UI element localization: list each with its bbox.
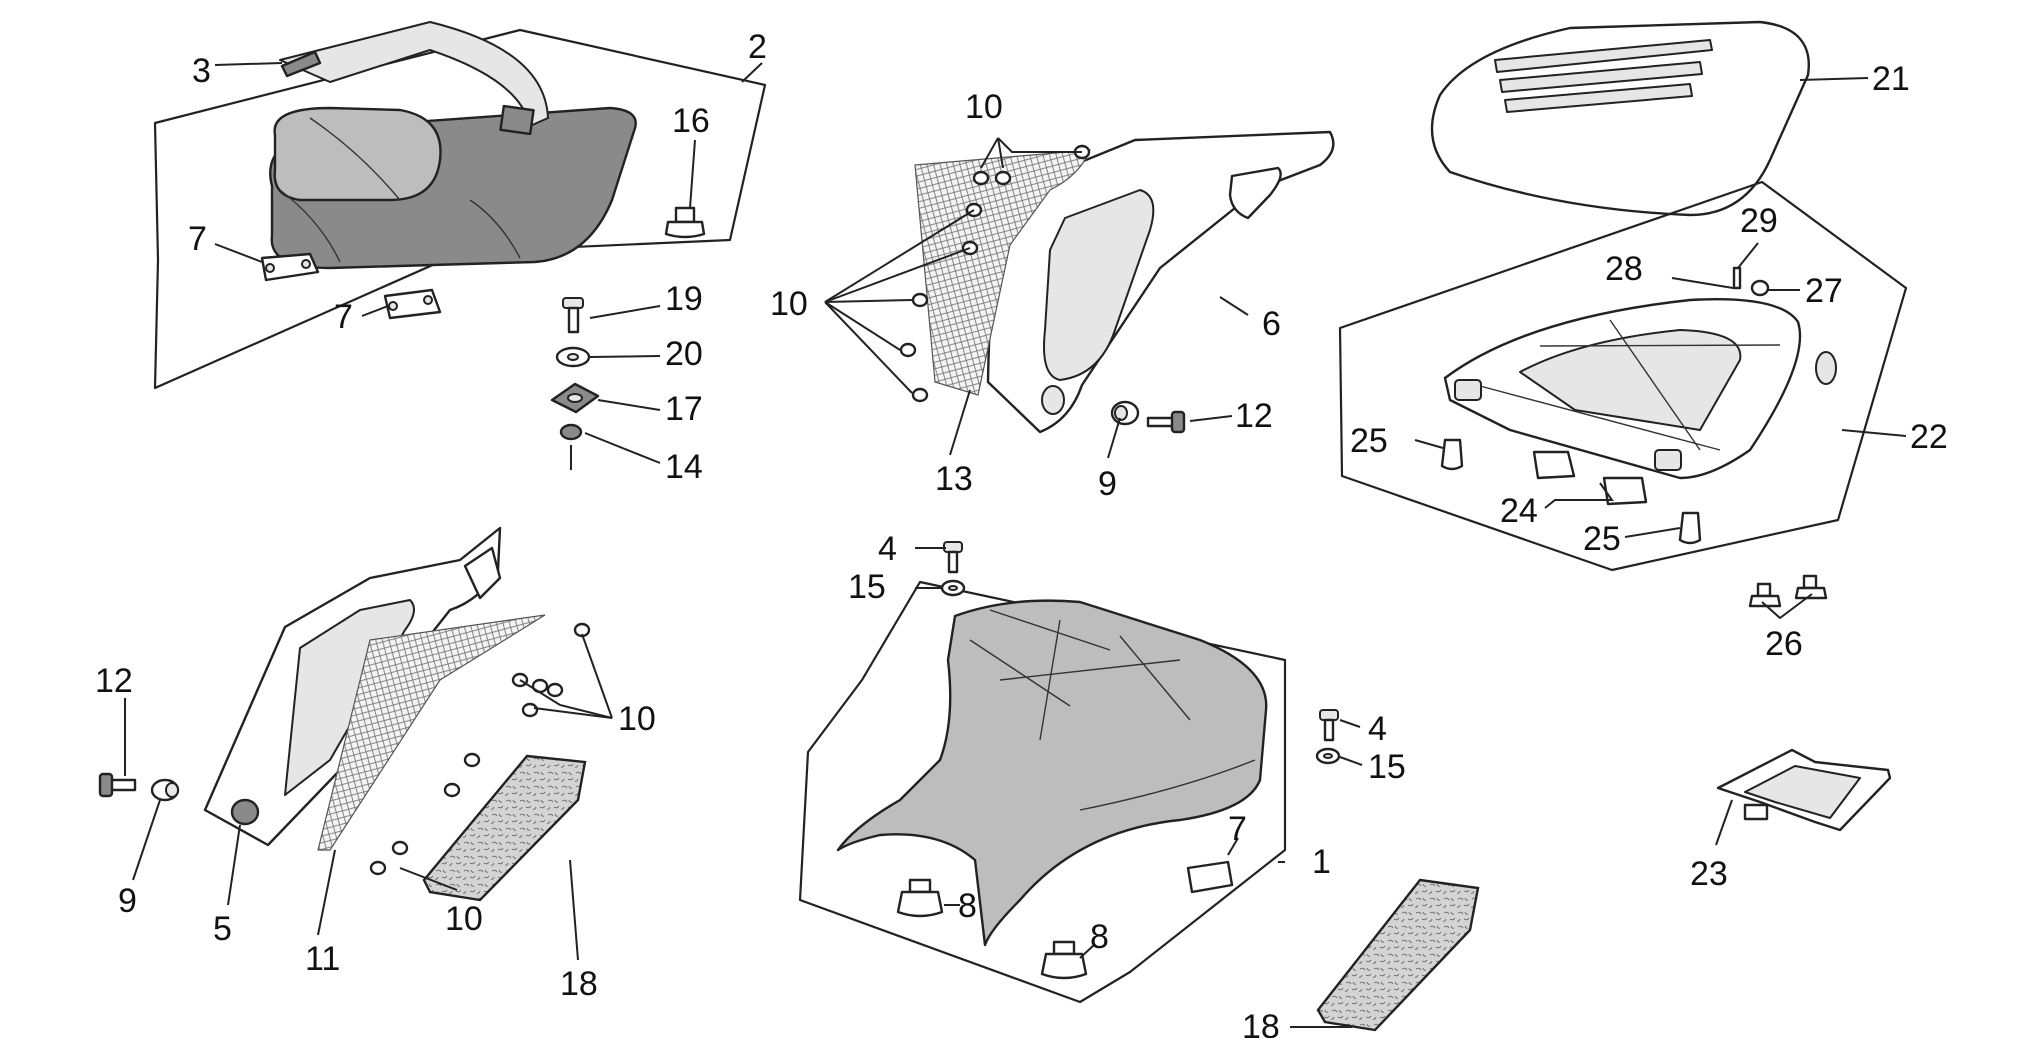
callout-15-top: 15 bbox=[848, 568, 886, 606]
callout-19: 19 bbox=[665, 280, 703, 318]
callout-23: 23 bbox=[1690, 855, 1728, 893]
bolt-part-4-top bbox=[943, 541, 963, 574]
callout-12-left: 12 bbox=[95, 662, 133, 700]
callout-26: 26 bbox=[1765, 625, 1803, 663]
bracket-part-23 bbox=[1716, 748, 1892, 832]
callout-9-top: 9 bbox=[1098, 465, 1117, 503]
spacer-part-9-top bbox=[1110, 400, 1140, 426]
callout-10-bottom: 10 bbox=[445, 900, 483, 938]
passenger-seat-part-2 bbox=[269, 21, 637, 270]
callout-22: 22 bbox=[1910, 418, 1948, 456]
mesh-part-11 bbox=[317, 614, 546, 851]
group-outline-22 bbox=[1338, 180, 1908, 572]
callout-10-midleft: 10 bbox=[770, 285, 808, 323]
callout-12-top: 12 bbox=[1235, 397, 1273, 435]
callout-2: 2 bbox=[748, 28, 767, 66]
group-outline-2 bbox=[153, 28, 767, 390]
callout-14: 14 bbox=[665, 448, 703, 486]
callout-7-a: 7 bbox=[188, 220, 207, 258]
washer-part-15-top bbox=[940, 579, 966, 597]
rubber-block-part-24-a bbox=[1532, 450, 1576, 480]
callout-27: 27 bbox=[1805, 272, 1843, 310]
screw-part-12-top bbox=[1146, 410, 1186, 434]
rider-seat-part-1 bbox=[836, 599, 1268, 947]
buffer-part-8-b bbox=[1040, 940, 1088, 980]
callout-labels: 1 2 3 4 4 5 6 7 7 7 8 8 9 9 10 10 10 10 … bbox=[95, 28, 1948, 1038]
callout-7-c: 7 bbox=[1228, 810, 1247, 848]
callout-6: 6 bbox=[1262, 305, 1281, 343]
bolt-part-19 bbox=[562, 297, 584, 334]
callout-8-a: 8 bbox=[958, 887, 977, 925]
buffer-part-8-a bbox=[896, 878, 944, 918]
buffer-part-16 bbox=[664, 206, 706, 239]
callout-4-top: 4 bbox=[878, 530, 897, 568]
callout-16: 16 bbox=[672, 102, 710, 140]
callout-8-b: 8 bbox=[1090, 918, 1109, 956]
bolt-part-4-right bbox=[1319, 709, 1339, 742]
seat-cover-part-21 bbox=[1430, 20, 1810, 217]
clips-part-10-left bbox=[369, 622, 591, 876]
nut-part-14 bbox=[559, 423, 583, 470]
callout-15-right: 15 bbox=[1368, 748, 1406, 786]
screw-part-12-left bbox=[98, 772, 137, 798]
leader-lines bbox=[124, 62, 1907, 1028]
callout-25-b: 25 bbox=[1583, 520, 1621, 558]
callout-10-top: 10 bbox=[965, 88, 1003, 126]
spacer-part-9-left bbox=[150, 778, 180, 802]
callout-10-left: 10 bbox=[618, 700, 656, 738]
rubber-block-part-7-b bbox=[383, 288, 442, 320]
rubber-block-part-7-c bbox=[1186, 860, 1234, 894]
callout-7-b: 7 bbox=[334, 298, 353, 336]
callout-18-left: 18 bbox=[560, 965, 598, 1003]
callout-13: 13 bbox=[935, 460, 973, 498]
rubber-block-part-24-b bbox=[1602, 476, 1648, 506]
callout-20: 20 bbox=[665, 335, 703, 373]
strap-part-3 bbox=[280, 50, 322, 78]
callout-5: 5 bbox=[213, 910, 232, 948]
washer-part-20 bbox=[555, 346, 591, 368]
callout-28: 28 bbox=[1605, 250, 1643, 288]
callout-4-right: 4 bbox=[1368, 710, 1387, 748]
side-panel-part-6 bbox=[986, 130, 1335, 434]
callout-3: 3 bbox=[192, 52, 211, 90]
foot-part-25-b bbox=[1678, 511, 1702, 545]
callout-29: 29 bbox=[1740, 202, 1778, 240]
washer-part-15-right bbox=[1315, 747, 1341, 765]
foot-part-25-a bbox=[1440, 438, 1464, 471]
callout-9-left: 9 bbox=[118, 882, 137, 920]
group-outline-1 bbox=[798, 580, 1287, 1004]
plate-part-17 bbox=[550, 382, 600, 414]
callout-11: 11 bbox=[305, 940, 340, 978]
callout-25-a: 25 bbox=[1350, 422, 1388, 460]
rubber-block-part-7-a bbox=[260, 252, 320, 282]
callout-17: 17 bbox=[665, 390, 703, 428]
callout-1: 1 bbox=[1312, 843, 1331, 881]
callout-24: 24 bbox=[1500, 492, 1538, 530]
seat-tray-part-22 bbox=[1443, 298, 1837, 480]
foam-pad-part-18-bottom bbox=[1316, 878, 1480, 1032]
foam-pad-part-18-left bbox=[422, 754, 587, 902]
callout-18-bottom: 18 bbox=[1242, 1008, 1280, 1038]
callout-21: 21 bbox=[1872, 60, 1910, 98]
hardware-parts-27-28-29 bbox=[1732, 266, 1770, 297]
buffer-parts-26 bbox=[1748, 574, 1828, 608]
